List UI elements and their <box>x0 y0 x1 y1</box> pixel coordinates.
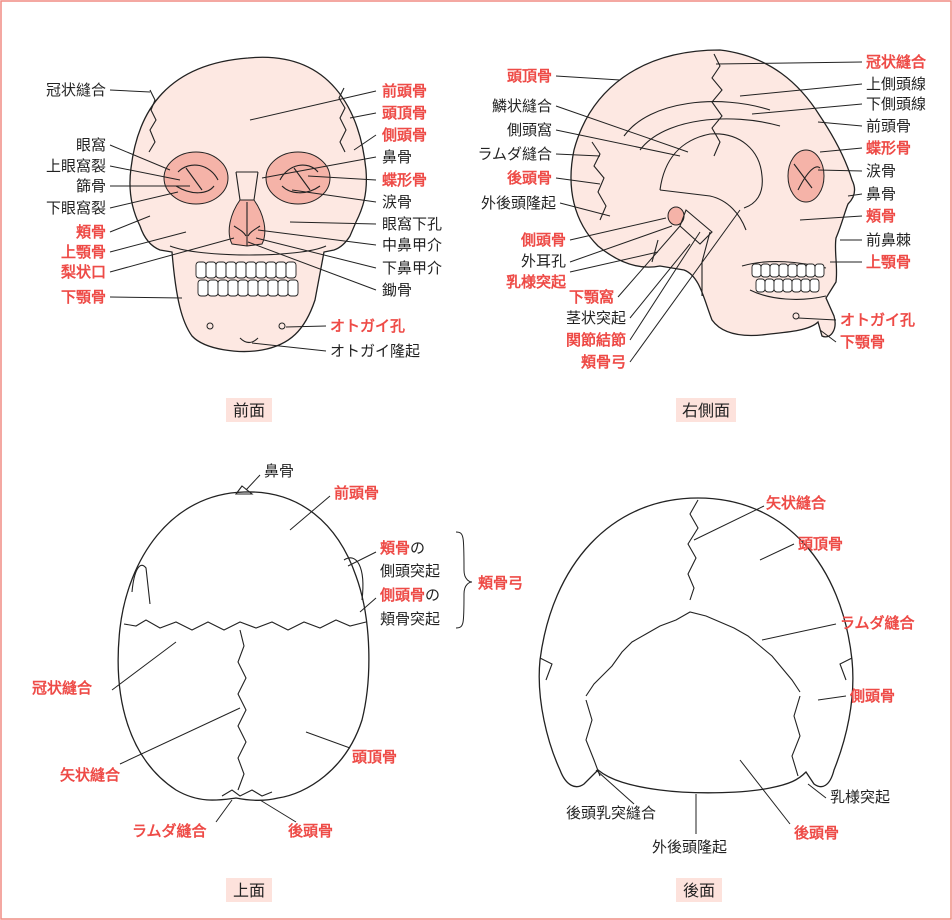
label-side-sphenoid: 蝶形骨 <box>866 139 911 157</box>
label-side-articular-tubercle: 関節結節 <box>566 331 626 349</box>
label-mandible: 下顎骨 <box>61 288 106 306</box>
label-middle-nasal-concha: 中鼻甲介 <box>382 236 442 254</box>
label-vomer: 鋤骨 <box>382 281 412 299</box>
label-side-occipital: 後頭骨 <box>506 169 552 187</box>
front-left-orbit <box>266 152 330 204</box>
label-zygomatic: 頬骨 <box>76 223 106 241</box>
label-back-ext-occ-prot: 外後頭隆起 <box>652 838 727 856</box>
label-infraorbital-foramen: 眼窩下孔 <box>382 215 442 233</box>
label-side-temporal: 側頭骨 <box>520 231 566 249</box>
label-top-sagittal: 矢状縫合 <box>60 766 121 784</box>
side-view-title: 右側面 <box>682 401 730 420</box>
label-top-lambdoid: ラムダ縫合 <box>132 822 208 840</box>
label-top-parietal: 頭頂骨 <box>352 748 397 766</box>
label-back-parietal: 頭頂骨 <box>798 535 843 553</box>
label-superior-orbital-fissure: 上眼窩裂 <box>46 157 106 175</box>
label-inferior-nasal-concha: 下鼻甲介 <box>382 259 442 277</box>
label-side-mental-foramen: オトガイ孔 <box>840 311 915 329</box>
label-maxilla: 上顎骨 <box>61 243 106 261</box>
label-back-occipitomastoid: 後頭乳突縫合 <box>566 804 656 822</box>
label-side-inf-temporal-line: 下側頭線 <box>866 95 926 113</box>
label-side-lacrimal: 涙骨 <box>866 162 896 180</box>
label-top-frontal: 前頭骨 <box>334 484 379 502</box>
label-top-zygo-temporal-process-2: 側頭突起 <box>380 562 440 580</box>
side-view: 頭頂骨 鱗状縫合 側頭窩 ラムダ縫合 後頭骨 外後頭隆起 側頭骨 外耳孔 乳様突… <box>477 50 927 422</box>
label-side-nasal: 鼻骨 <box>866 185 896 203</box>
label-top-occipital: 後頭骨 <box>287 822 333 840</box>
label-temporal: 側頭骨 <box>381 126 427 144</box>
label-side-ant-nasal-spine: 前鼻棘 <box>866 231 911 249</box>
side-right-labels: 冠状縫合 上側頭線 下側頭線 前頭骨 蝶形骨 涙骨 鼻骨 頬骨 前鼻棘 上顎骨 … <box>840 53 927 351</box>
label-frontal: 前頭骨 <box>382 82 427 100</box>
label-side-zygomatic: 頬骨 <box>866 207 896 225</box>
front-view: 冠状縫合 眼窩 上眼窩裂 篩骨 下眼窩裂 頬骨 上顎骨 梨状口 下顎骨 前頭骨 … <box>46 57 442 422</box>
back-view: 矢状縫合 頭頂骨 ラムダ縫合 側頭骨 乳様突起 後頭乳突縫合 外後頭隆起 後頭骨… <box>539 494 915 902</box>
label-side-maxilla: 上顎骨 <box>866 253 911 271</box>
label-side-squamous: 鱗状縫合 <box>492 97 552 115</box>
label-side-sup-temporal-line: 上側頭線 <box>866 75 926 93</box>
label-mental-foramen: オトガイ孔 <box>330 317 405 335</box>
label-top-nasal: 鼻骨 <box>264 462 294 480</box>
label-top-temp-zygo-process-2: 頬骨突起 <box>380 610 440 628</box>
label-lacrimal: 涙骨 <box>382 193 412 211</box>
label-parietal: 頭頂骨 <box>382 104 427 122</box>
label-ethmoid: 篩骨 <box>76 177 106 195</box>
label-sphenoid: 蝶形骨 <box>382 171 427 189</box>
label-back-lambdoid: ラムダ縫合 <box>840 614 916 632</box>
front-right-orbit <box>164 152 228 204</box>
label-side-coronal: 冠状縫合 <box>866 53 927 71</box>
label-inferior-orbital-fissure: 下眼窩裂 <box>46 199 106 217</box>
label-side-lambdoid: ラムダ縫合 <box>477 145 552 163</box>
label-side-ext-occ-prot: 外後頭隆起 <box>481 194 556 212</box>
front-view-title: 前面 <box>233 401 265 420</box>
label-top-zygo-temporal-process: 頬骨の <box>380 539 425 557</box>
label-back-temporal: 側頭骨 <box>849 687 895 705</box>
label-top-temp-zygo-process: 側頭骨の <box>379 586 440 604</box>
label-top-coronal: 冠状縫合 <box>32 679 93 697</box>
back-view-title: 後面 <box>683 881 715 900</box>
label-mental-protuberance: オトガイ隆起 <box>330 342 420 360</box>
label-coronal-suture: 冠状縫合 <box>46 81 106 99</box>
label-side-parietal: 頭頂骨 <box>507 67 552 85</box>
label-back-occipital: 後頭骨 <box>793 824 839 842</box>
label-back-sagittal: 矢状縫合 <box>766 494 827 512</box>
label-side-frontal: 前頭骨 <box>866 117 911 135</box>
label-side-mandible: 下顎骨 <box>840 333 885 351</box>
top-view-title: 上面 <box>233 881 265 900</box>
label-orbit: 眼窩 <box>76 136 106 154</box>
top-view: 鼻骨 前頭骨 頬骨の 側頭突起 側頭骨の 頬骨突起 頬骨弓 冠状縫合 矢状縫合 … <box>32 462 523 902</box>
label-side-ext-meatus: 外耳孔 <box>521 252 566 270</box>
label-piriform-aperture: 梨状口 <box>60 263 106 281</box>
label-side-mastoid: 乳様突起 <box>506 273 567 291</box>
label-top-zygomatic-arch: 頬骨弓 <box>478 574 523 592</box>
label-side-zygomatic-arch: 頬骨弓 <box>581 353 626 371</box>
label-side-mandibular-fossa: 下顎窩 <box>569 288 614 306</box>
label-nasal: 鼻骨 <box>382 148 412 166</box>
label-side-temporal-fossa: 側頭窩 <box>507 121 552 139</box>
label-back-mastoid: 乳様突起 <box>830 788 890 806</box>
front-left-labels: 冠状縫合 眼窩 上眼窩裂 篩骨 下眼窩裂 頬骨 上顎骨 梨状口 下顎骨 <box>46 81 106 306</box>
label-side-styloid: 茎状突起 <box>566 309 626 327</box>
